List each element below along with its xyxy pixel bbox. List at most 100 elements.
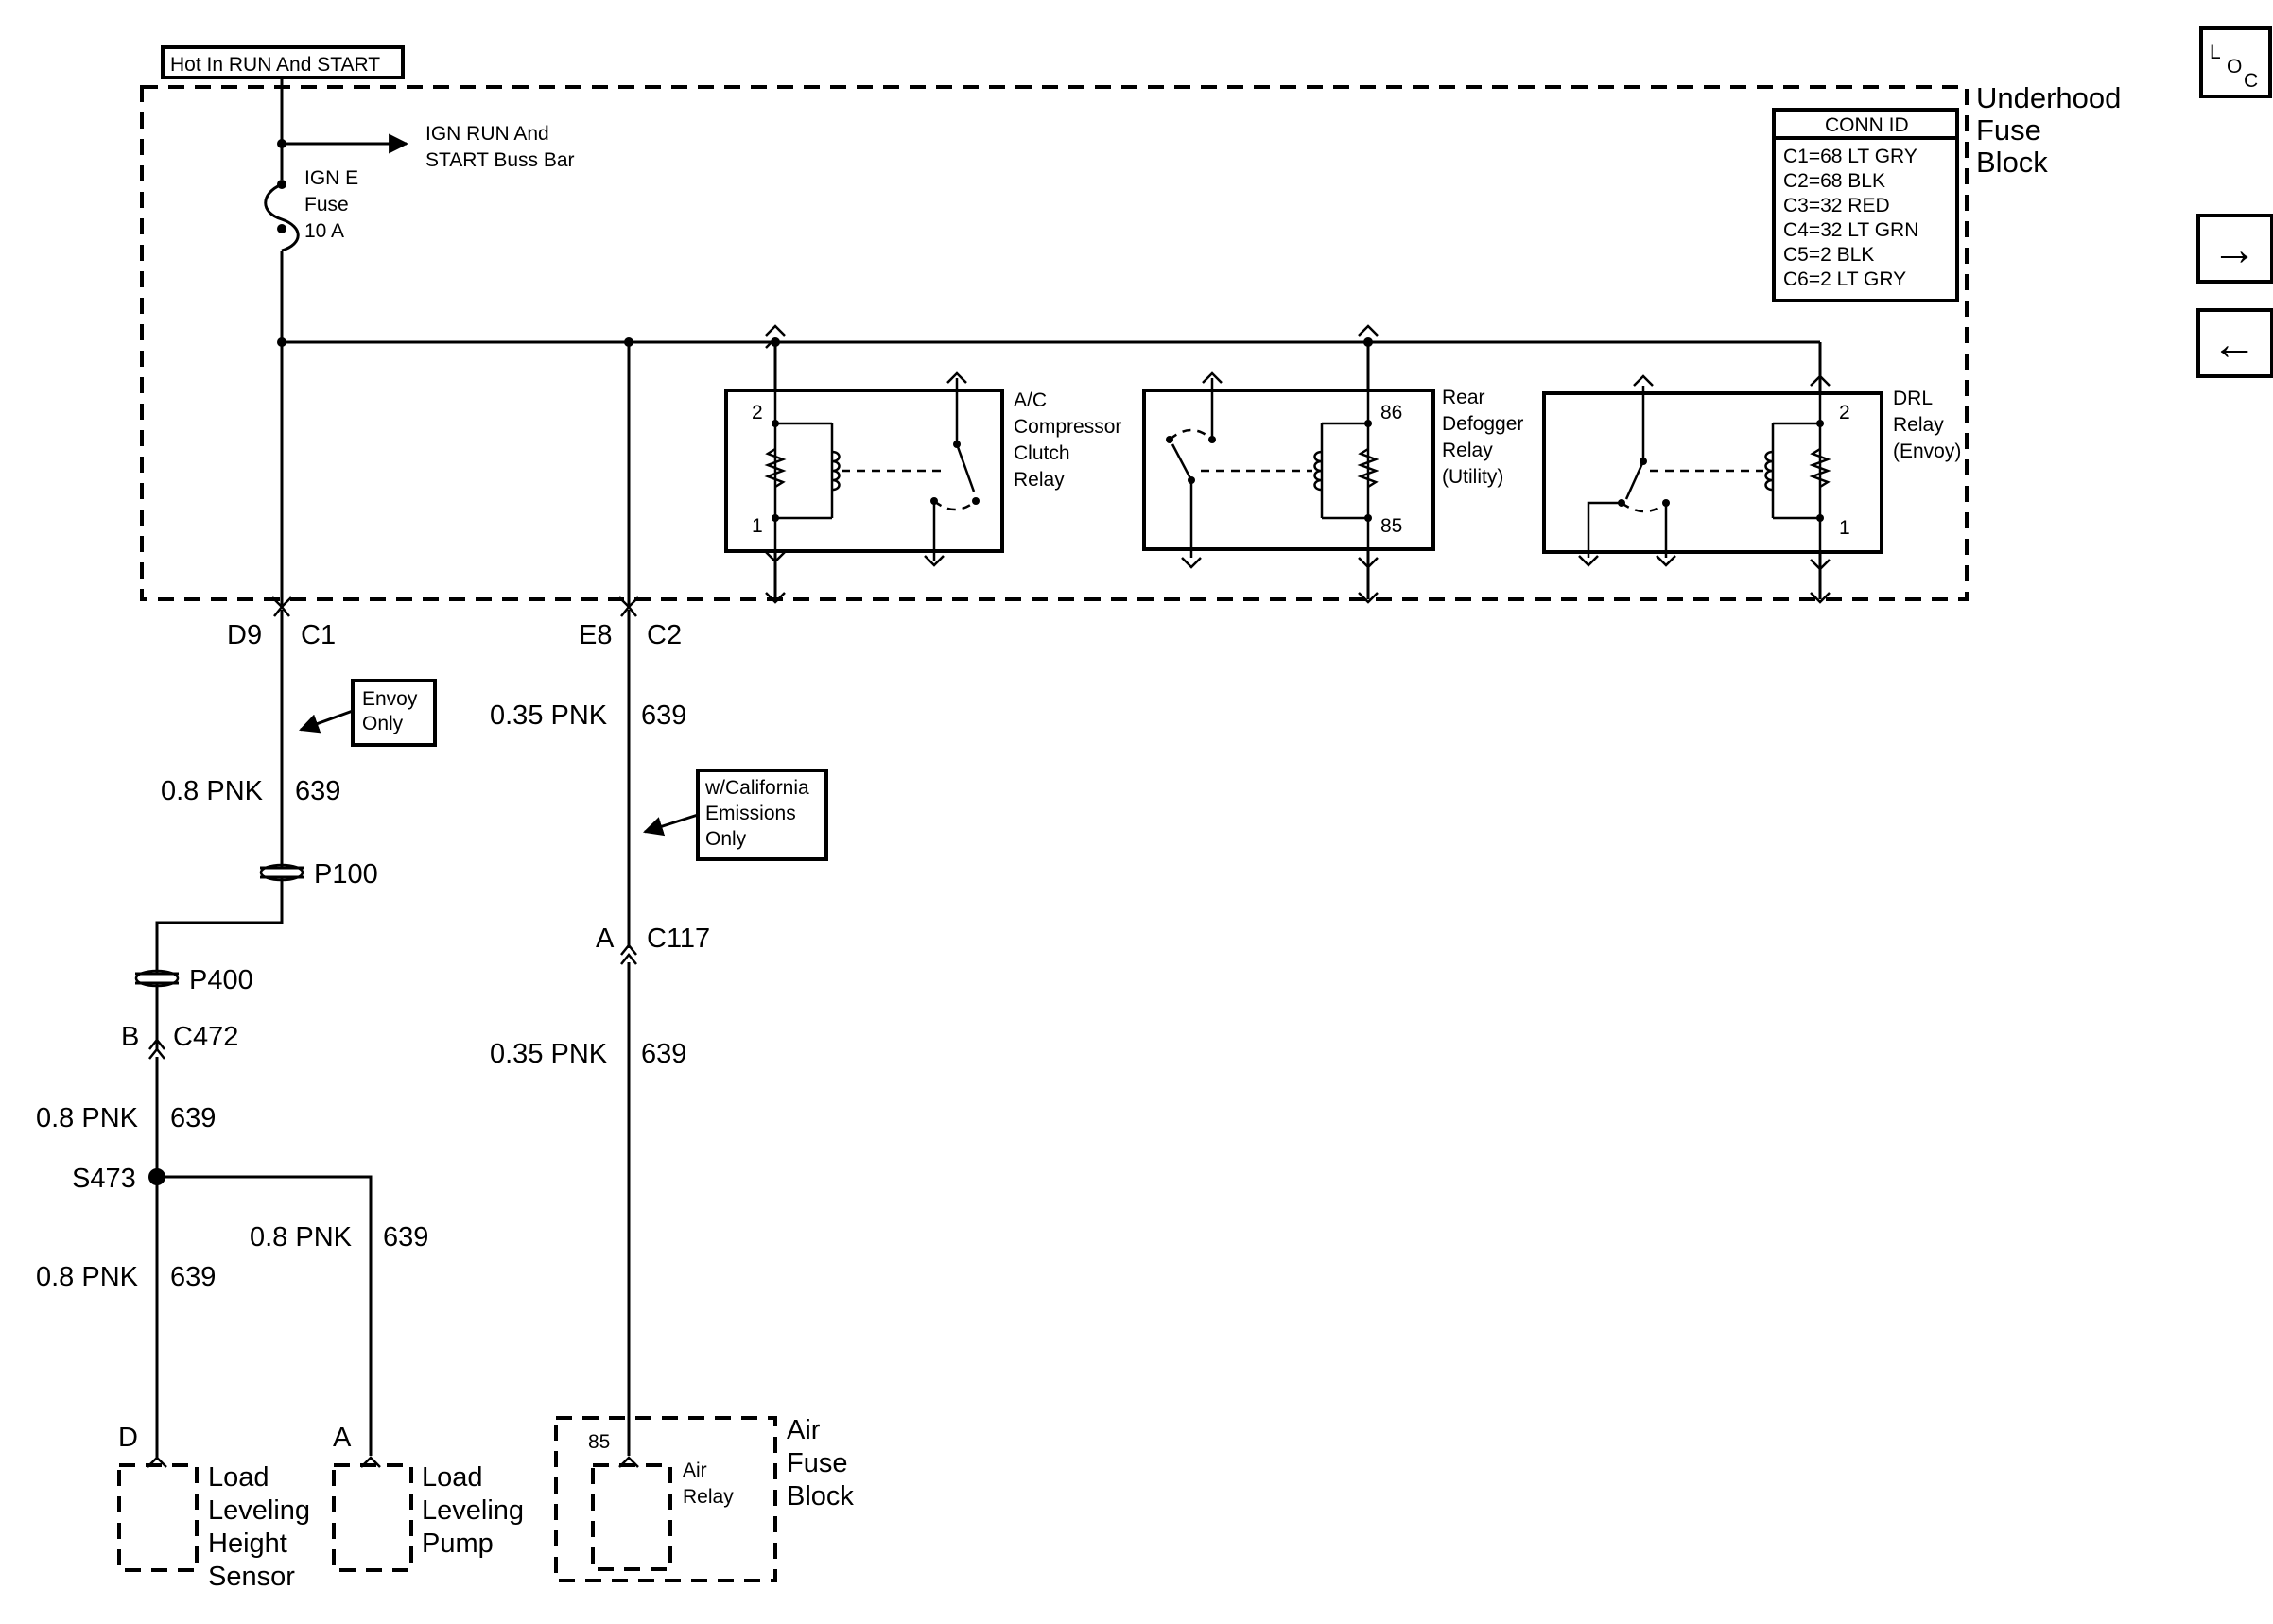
- envoy-only-note: [351, 679, 437, 747]
- wire-color: 0.35 PNK: [490, 700, 608, 731]
- svg-text:Height: Height: [208, 1529, 287, 1559]
- hot-in-run-start-label: Hot In RUN And START: [170, 54, 380, 76]
- svg-text:10 A: 10 A: [304, 220, 344, 242]
- wire-color: 0.8 PNK: [36, 1262, 139, 1292]
- conn-id-header: CONN ID: [1825, 114, 1909, 136]
- wire-circuit: 639: [295, 776, 340, 806]
- height-sensor-label: Load Leveling Height Sensor: [208, 1462, 310, 1592]
- svg-text:Leveling: Leveling: [208, 1495, 310, 1526]
- conn-id-row: C4=32 LT GRN: [1783, 219, 1918, 241]
- conn-c2: C2: [647, 620, 682, 650]
- svg-text:A/C: A/C: [1014, 389, 1047, 411]
- ac-compressor-clutch-relay: 2 1: [724, 324, 1004, 604]
- air-fuse-block-label: Air Fuse Block: [787, 1415, 854, 1512]
- conn-e8: E8: [579, 620, 612, 650]
- wire-color: 0.8 PNK: [161, 776, 264, 806]
- wire-color: 0.8 PNK: [250, 1222, 353, 1253]
- relay-pin: 2: [1839, 402, 1850, 423]
- conn-id-row: C1=68 LT GRY: [1783, 146, 1917, 167]
- svg-text:Load: Load: [208, 1462, 269, 1493]
- svg-text:Clutch: Clutch: [1014, 442, 1070, 464]
- loc-button[interactable]: L O C: [2199, 26, 2272, 98]
- load-leveling-pump: [332, 1463, 413, 1572]
- relay-pin: 1: [1839, 517, 1850, 539]
- conn-id-row: C3=32 RED: [1783, 195, 1890, 216]
- svg-text:(Utility): (Utility): [1442, 466, 1503, 488]
- wire-circuit: 639: [170, 1103, 216, 1133]
- underhood-fuse-block-outline: [140, 85, 1969, 601]
- relay-pin: 85: [1380, 515, 1402, 537]
- conn-b: B: [121, 1022, 139, 1052]
- conn-c472: C472: [173, 1022, 238, 1052]
- drl-relay: 2 1: [1542, 342, 1883, 604]
- drl-relay-label: DRL Relay (Envoy): [1893, 388, 1961, 462]
- conn-a: A: [596, 924, 615, 954]
- left-circuit: [134, 342, 381, 1468]
- svg-text:Pump: Pump: [422, 1529, 494, 1559]
- ac-relay-label: A/C Compressor Clutch Relay: [1014, 389, 1121, 491]
- conn-id-row: C2=68 BLK: [1783, 170, 1885, 192]
- svg-text:Compressor: Compressor: [1014, 416, 1121, 438]
- svg-text:Envoy: Envoy: [362, 688, 418, 710]
- buss-bar-label: IGN RUN And START Buss Bar: [425, 123, 575, 171]
- svg-text:START Buss Bar: START Buss Bar: [425, 149, 575, 171]
- conn-c1: C1: [301, 620, 336, 650]
- svg-text:Fuse: Fuse: [787, 1448, 847, 1478]
- p100-label: P100: [314, 859, 378, 890]
- svg-text:L: L: [2210, 42, 2221, 63]
- pin-d: D: [118, 1423, 138, 1453]
- svg-text:Air: Air: [683, 1460, 707, 1481]
- conn-d9: D9: [227, 620, 262, 650]
- svg-text:Relay: Relay: [683, 1486, 734, 1508]
- svg-text:IGN E: IGN E: [304, 167, 358, 189]
- svg-text:Defogger: Defogger: [1442, 413, 1523, 435]
- underhood-fuse-block-title: Underhood Fuse Block: [1976, 81, 2121, 179]
- previous-page-button[interactable]: ←: [2196, 308, 2273, 378]
- arrow-left-icon: ←: [2212, 320, 2257, 370]
- s473-label: S473: [72, 1164, 136, 1194]
- svg-text:C: C: [2244, 70, 2258, 92]
- wire-color: 0.8 PNK: [36, 1103, 139, 1133]
- pin-85: 85: [588, 1431, 610, 1453]
- svg-text:Only: Only: [705, 828, 747, 850]
- conn-id-row: C6=2 LT GRY: [1783, 268, 1906, 290]
- relay-pin: 1: [752, 515, 763, 537]
- wire-circuit: 639: [383, 1222, 428, 1253]
- envoy-only-arrow: [299, 709, 354, 734]
- air-relay: [591, 1463, 672, 1571]
- svg-text:O: O: [2227, 56, 2242, 78]
- svg-text:Sensor: Sensor: [208, 1562, 295, 1592]
- svg-text:(Envoy): (Envoy): [1893, 441, 1961, 462]
- conn-c117: C117: [647, 924, 710, 954]
- wire-color: 0.35 PNK: [490, 1039, 608, 1069]
- rear-defogger-relay-label: Rear Defogger Relay (Utility): [1442, 387, 1523, 488]
- p400-label: P400: [189, 965, 253, 995]
- air-relay-label: Air Relay: [683, 1460, 734, 1508]
- wire-circuit: 639: [641, 700, 686, 731]
- wire-circuit: 639: [641, 1039, 686, 1069]
- pump-label: Load Leveling Pump: [422, 1462, 524, 1559]
- relay-pin: 2: [752, 402, 763, 423]
- svg-text:Air: Air: [787, 1415, 821, 1445]
- svg-text:Underhood: Underhood: [1976, 81, 2121, 114]
- rear-defogger-relay: 86 85: [1142, 324, 1435, 604]
- load-leveling-height-sensor: [117, 1463, 199, 1572]
- svg-text:Relay: Relay: [1442, 440, 1493, 461]
- conn-id-table: CONN ID C1=68 LT GRY C2=68 BLK C3=32 RED…: [1772, 108, 1959, 302]
- wire-circuit: 639: [170, 1262, 216, 1292]
- svg-text:Only: Only: [362, 713, 404, 734]
- conn-id-row: C5=2 BLK: [1783, 244, 1874, 266]
- svg-text:Relay: Relay: [1893, 414, 1944, 436]
- svg-text:Relay: Relay: [1014, 469, 1065, 491]
- svg-text:Leveling: Leveling: [422, 1495, 524, 1526]
- svg-text:DRL: DRL: [1893, 388, 1933, 409]
- next-page-button[interactable]: →: [2196, 214, 2273, 284]
- ign-e-fuse-label: IGN E Fuse 10 A: [304, 167, 358, 242]
- svg-text:Block: Block: [787, 1481, 854, 1512]
- svg-text:Rear: Rear: [1442, 387, 1485, 408]
- svg-text:Fuse: Fuse: [1976, 113, 2041, 147]
- svg-text:Block: Block: [1976, 146, 2048, 179]
- svg-text:Emissions: Emissions: [705, 803, 796, 824]
- svg-text:w/California: w/California: [704, 777, 809, 799]
